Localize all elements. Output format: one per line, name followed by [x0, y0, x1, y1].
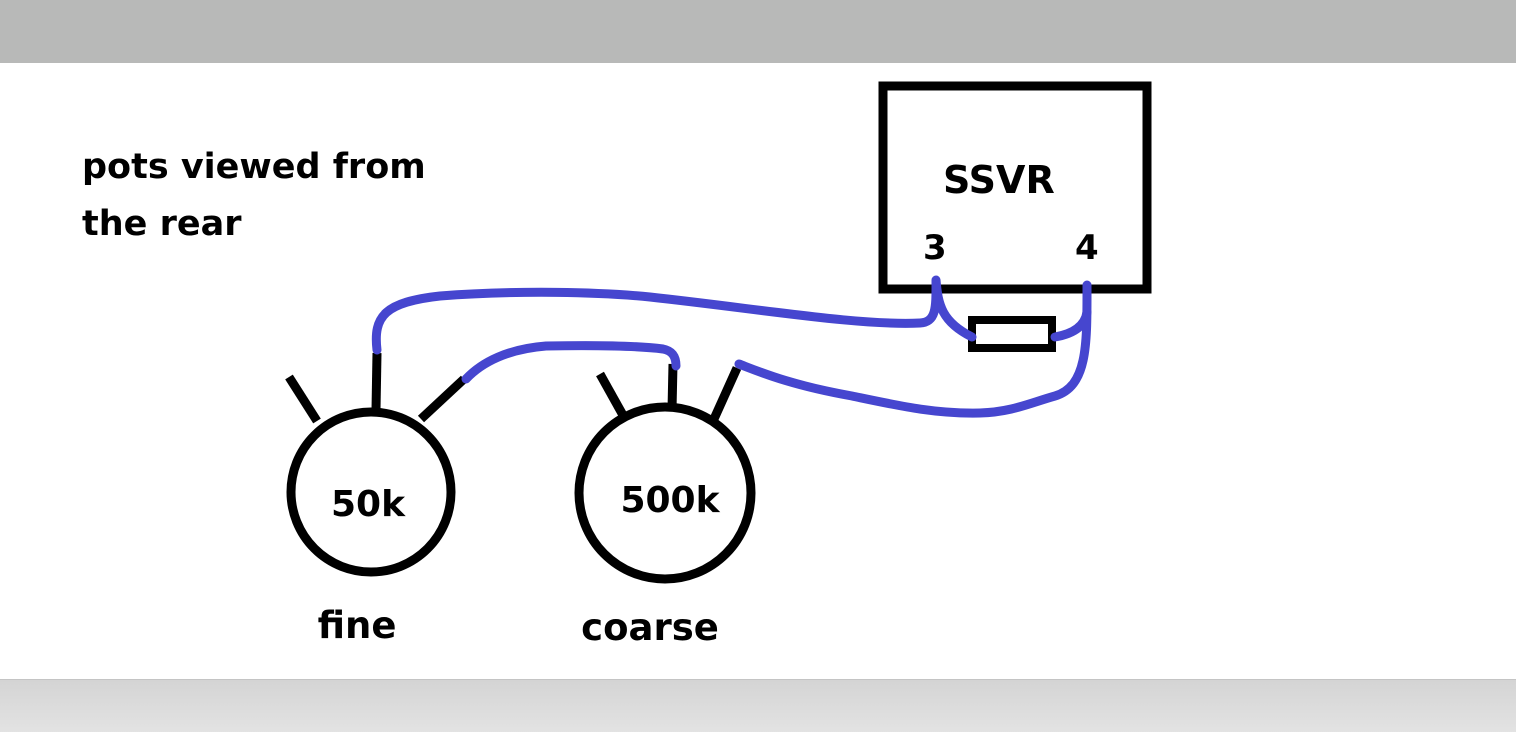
pot-fine-right-lug	[417, 375, 468, 423]
pot-coarse: 500k coarse	[574, 363, 756, 649]
wire-fine-wiper-to-terminal-3	[371, 275, 977, 355]
pot-coarse-caption: coarse	[581, 606, 719, 649]
note-line-2: the rear	[82, 204, 242, 244]
wire-resistor-to-terminal-4	[1050, 307, 1092, 342]
pot-coarse-body	[574, 402, 756, 584]
pot-fine-caption: fine	[318, 604, 397, 647]
pot-coarse-right-lug	[709, 366, 742, 421]
pot-fine-wiper-lug	[371, 352, 382, 411]
wire-coarse-right-to-terminal-4	[734, 280, 1092, 418]
pot-coarse-wiper-lug	[667, 363, 678, 411]
pot-fine: 50k fine	[285, 352, 468, 647]
pot-coarse-left-lug	[596, 371, 628, 420]
pot-fine-left-lug	[285, 374, 321, 424]
ssvr-module-box	[878, 81, 1152, 294]
pot-fine-body	[286, 407, 456, 577]
ssvr-label: SSVR	[943, 158, 1055, 202]
terminal-4-label: 4	[1075, 228, 1099, 268]
wire-fine-right-to-coarse-wiper	[461, 341, 681, 384]
pot-fine-value: 50k	[331, 484, 406, 525]
pot-coarse-value: 500k	[620, 480, 720, 521]
terminal-3-label: 3	[923, 228, 947, 268]
note-line-1: pots viewed from	[82, 147, 426, 187]
bottom-bar	[0, 679, 1516, 732]
top-bar	[0, 0, 1516, 63]
resistor	[968, 316, 1056, 352]
